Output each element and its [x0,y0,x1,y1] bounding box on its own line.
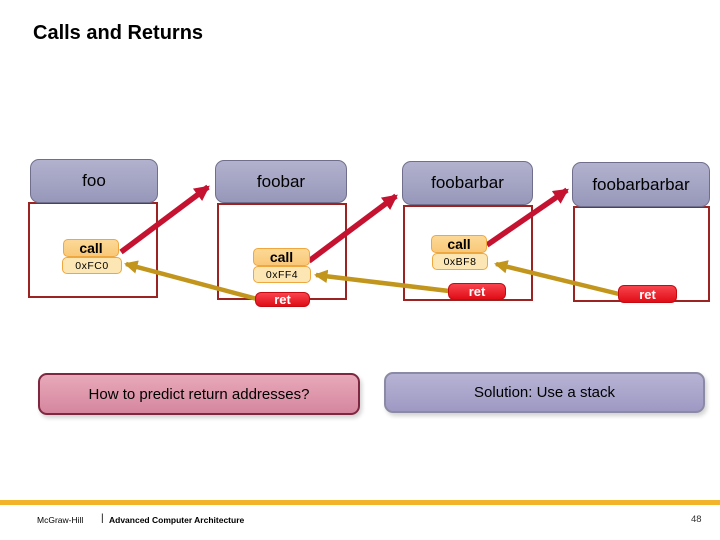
question-box: How to predict return addresses? [38,373,360,415]
call-chip-foobarbar: call [431,235,487,253]
call-address-foobarbar: 0xBF8 [432,253,488,270]
footer-brand: McGraw-Hill [37,515,84,525]
frame-header-foobarbarbar: foobarbarbar [572,162,710,207]
call-address-foobar: 0xFF4 [253,266,311,283]
call-chip-foobar: call [253,248,310,266]
footer-separator: | [101,513,104,524]
ret-chip-foobarbar: ret [448,283,506,300]
call-address-foo: 0xFC0 [62,257,122,274]
footer-course: Advanced Computer Architecture [109,515,245,525]
solution-box: Solution: Use a stack [384,372,705,413]
slide-title: Calls and Returns [33,22,204,44]
frame-header-foo: foo [30,159,158,203]
frame-header-foobarbar: foobarbar [402,161,533,205]
page-number: 48 [691,514,702,525]
frame-header-foobar: foobar [215,160,347,203]
ret-chip-foobar: ret [255,292,310,307]
ret-chip-foobarbarbar: ret [618,285,677,303]
accent-bar [0,500,720,505]
call-chip-foo: call [63,239,119,257]
